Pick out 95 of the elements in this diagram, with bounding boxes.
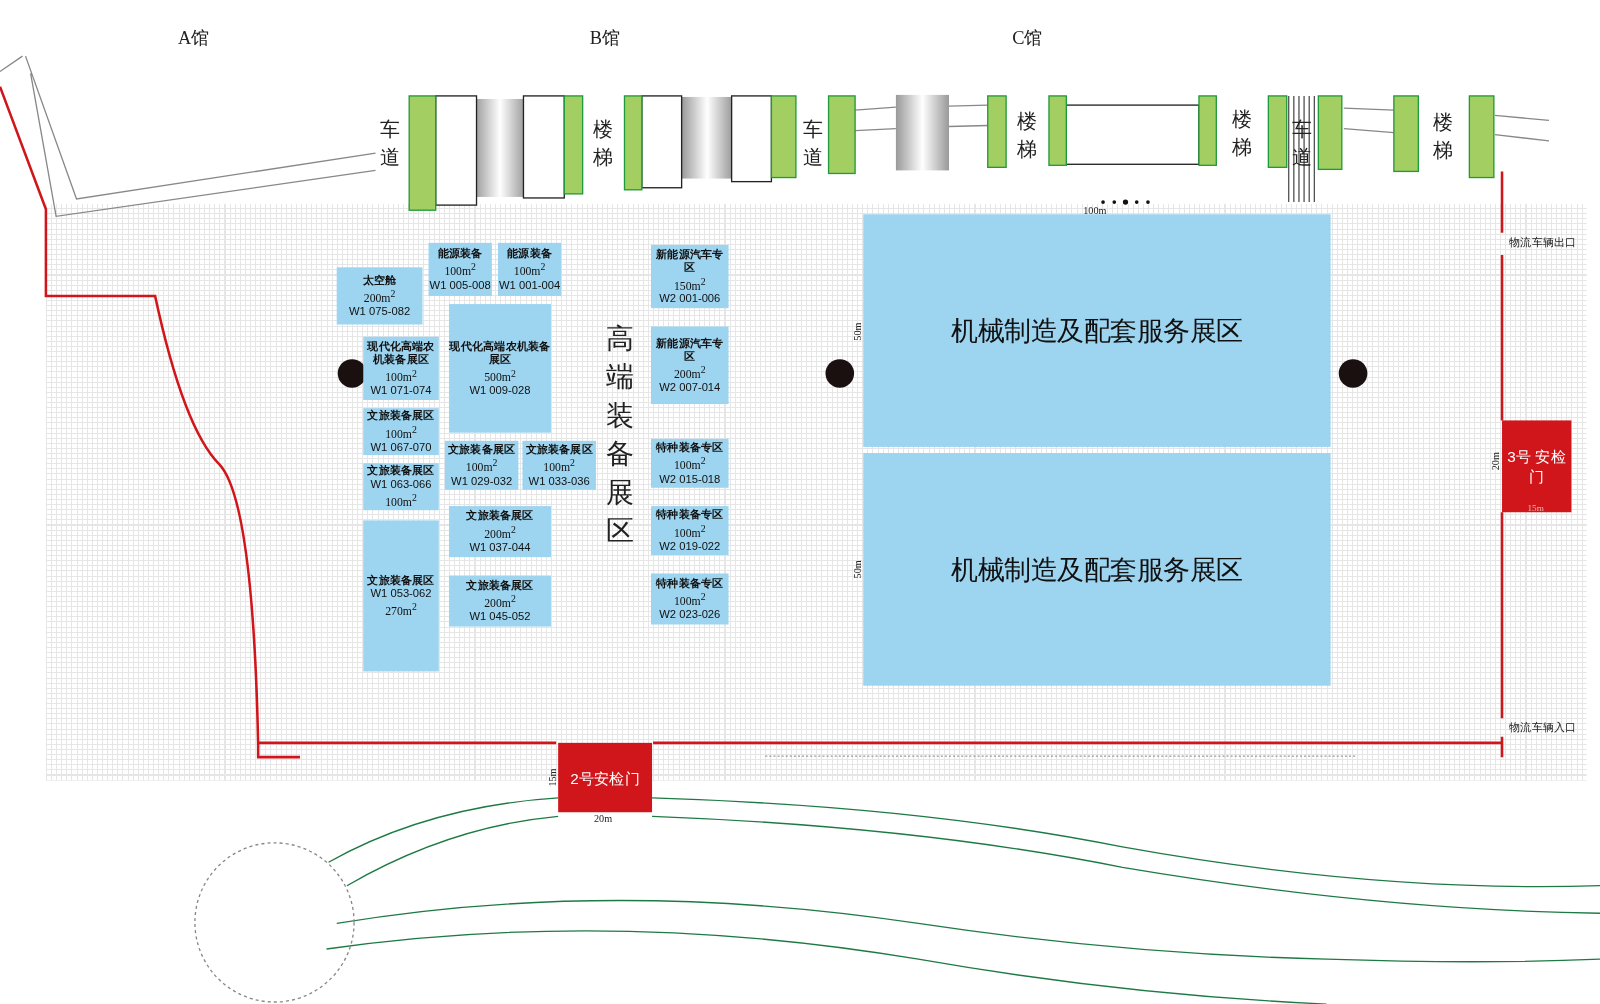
exit-label: 物流车辆出口 xyxy=(1509,235,1577,251)
booth-name: 特种装备专区 xyxy=(656,576,724,590)
zone-name: 机械制造及配套服务展区 xyxy=(951,313,1243,348)
hall-label: C馆 xyxy=(1012,26,1043,50)
booth-area: 200m$^{2}$ xyxy=(484,522,516,541)
booth-name: 现代化高端农机装备展区 xyxy=(449,339,551,366)
dimension-label: 15m xyxy=(1527,503,1544,514)
booth-name: 文旅装备展区 xyxy=(466,578,534,592)
area-label: 楼梯 xyxy=(1432,109,1454,164)
booth-block xyxy=(363,336,439,400)
booth-number: W1 075-082 xyxy=(349,305,411,319)
booth-name: 现代化高端农机装备展区 xyxy=(366,339,436,366)
booth-name: 文旅装备展区 xyxy=(367,464,435,478)
dimension-label: 20m xyxy=(594,812,613,824)
booth-number: W1 045-052 xyxy=(469,610,531,624)
gate-name: 3号 安检门 xyxy=(1506,446,1568,486)
booth-number: W1 053-062 xyxy=(370,586,432,601)
booth-block xyxy=(449,575,551,627)
booth-number: W2 019-022 xyxy=(659,539,721,553)
booth-number: W2 007-014 xyxy=(659,381,721,395)
booth-number: W1 071-074 xyxy=(370,384,432,398)
booth-area: 100m$^{2}$ xyxy=(385,490,417,510)
booth-name: 特种装备专区 xyxy=(656,508,724,522)
booth-number: W2 015-018 xyxy=(659,472,721,486)
booth-name: 新能源汽车专区 xyxy=(655,336,725,363)
dimension-label: 15m xyxy=(546,768,558,787)
dimension-label: 50m xyxy=(851,322,863,341)
booth-number: W2 001-006 xyxy=(659,292,721,306)
booth-block xyxy=(363,463,439,511)
booth-name: 特种装备专区 xyxy=(656,440,724,455)
booth-number: W1 001-004 xyxy=(499,278,561,292)
hall-label: B馆 xyxy=(589,26,621,50)
booth-name: 太空舱 xyxy=(362,273,397,287)
booth-name: 能源装备 xyxy=(507,247,553,261)
booth-area: 100m$^{2}$ xyxy=(673,454,706,473)
area-label: 楼梯 xyxy=(1016,108,1039,163)
booth-block xyxy=(336,267,423,325)
zone-title: 高端装备展区 xyxy=(605,322,635,549)
booth-number: W1 037-044 xyxy=(469,540,531,554)
booth-area: 150m$^{2}$ xyxy=(673,274,706,293)
booth-block xyxy=(651,326,729,405)
entrance-label: 物流车辆入口 xyxy=(1509,719,1577,736)
exhibition-zone xyxy=(863,214,1331,447)
booth-area: 100m$^{2}$ xyxy=(385,422,417,441)
area-label: 楼梯 xyxy=(1231,106,1253,161)
booth-block xyxy=(522,440,596,490)
booth-block xyxy=(651,573,729,625)
booth-block xyxy=(363,408,439,456)
area-label: 楼梯 xyxy=(592,116,614,171)
booth-block xyxy=(497,242,562,296)
booth-area: 100m$^{2}$ xyxy=(444,260,476,279)
booth-number: W1 067-070 xyxy=(370,440,432,454)
booth-area: 100m$^{2}$ xyxy=(673,521,706,540)
booth-name: 新能源汽车专区 xyxy=(655,247,725,275)
booth-number: W1 063-066 xyxy=(370,477,432,491)
booth-block xyxy=(449,506,551,558)
booth-block xyxy=(651,506,729,556)
zone-name: 机械制造及配套服务展区 xyxy=(951,552,1243,587)
gate-name: 2号安检门 xyxy=(570,767,640,788)
booth-area: 200m$^{2}$ xyxy=(484,591,516,611)
booth-block xyxy=(651,438,729,488)
booth-block xyxy=(449,304,551,433)
booth-area: 200m$^{2}$ xyxy=(673,362,706,381)
exhibition-zone xyxy=(863,453,1331,686)
dimension-label: 50m xyxy=(851,560,863,579)
booth-area: 100m$^{2}$ xyxy=(465,456,498,475)
booth-area: 200m$^{2}$ xyxy=(363,286,396,305)
booth-block xyxy=(363,520,439,672)
booth-number: W2 023-026 xyxy=(659,608,721,622)
booth-name: 能源装备 xyxy=(437,247,483,261)
booth-name: 文旅装备展区 xyxy=(367,409,435,423)
dimension-label: 20m xyxy=(1490,452,1502,471)
booth-number: W1 005-008 xyxy=(429,278,491,292)
security-gate xyxy=(1502,420,1572,513)
booth-block xyxy=(651,244,729,309)
booth-number: W1 009-028 xyxy=(469,384,531,398)
booth-name: 文旅装备展区 xyxy=(525,442,593,457)
dimension-label: 100m xyxy=(1083,204,1107,216)
booth-number: W1 029-032 xyxy=(451,474,513,488)
booth-area: 100m$^{2}$ xyxy=(385,365,417,385)
booth-area: 100m$^{2}$ xyxy=(513,260,546,279)
booth-number: W1 033-036 xyxy=(528,474,590,488)
area-label: 车道 xyxy=(802,116,824,171)
hall-label: A馆 xyxy=(178,26,210,50)
booth-block xyxy=(444,440,519,490)
booth-block xyxy=(428,242,492,296)
booth-area: 270m$^{2}$ xyxy=(385,600,417,619)
booth-name: 文旅装备展区 xyxy=(447,442,516,457)
security-gate xyxy=(558,742,653,813)
booth-name: 文旅装备展区 xyxy=(466,509,534,523)
booth-area: 100m$^{2}$ xyxy=(543,456,575,475)
area-label: 车道 xyxy=(379,116,401,171)
booth-name: 文旅装备展区 xyxy=(367,573,435,587)
booth-area: 100m$^{2}$ xyxy=(673,589,706,609)
booth-area: 500m$^{2}$ xyxy=(484,365,516,385)
